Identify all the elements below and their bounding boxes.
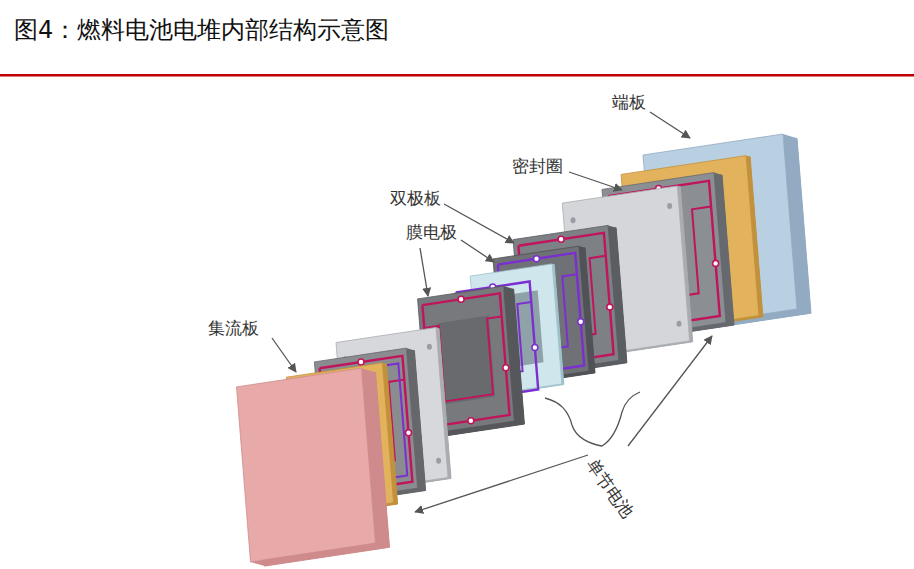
- part-label: 集流板: [206, 318, 261, 338]
- seal-loop: [358, 359, 364, 365]
- seal-loop: [534, 256, 540, 262]
- part-label: 双极板: [388, 188, 443, 208]
- leader-line: [628, 336, 712, 446]
- plate-hole: [571, 217, 576, 223]
- leader-line: [461, 240, 494, 262]
- seal-loop: [607, 304, 613, 310]
- leader-line: [569, 172, 622, 190]
- leader-line: [272, 338, 296, 372]
- plate-hole: [677, 321, 682, 327]
- seal-loop: [458, 296, 464, 302]
- flow-field: [437, 316, 495, 405]
- figure-title: 图4：燃料电池电堆内部结构示意图: [14, 16, 389, 45]
- part-label: 单节电池: [581, 453, 639, 524]
- plate-hole: [436, 458, 441, 464]
- leader-lines: [272, 112, 712, 512]
- plates-group: [237, 134, 812, 566]
- seal-loop: [558, 236, 564, 242]
- seal-loop: [406, 430, 412, 436]
- title-rule: [0, 74, 914, 77]
- seal-loop: [578, 319, 584, 325]
- leader-line: [420, 248, 428, 296]
- seal-loop: [468, 418, 474, 424]
- leader-line: [415, 455, 588, 512]
- seal-loop: [713, 260, 719, 266]
- seal-loop: [503, 365, 509, 371]
- seal-loop: [532, 345, 538, 351]
- part-label: 端板: [610, 92, 648, 112]
- part-label: 膜电极: [404, 222, 459, 242]
- brace: [545, 392, 640, 446]
- leader-line: [650, 112, 690, 138]
- part-label: 密封圈: [510, 156, 565, 176]
- plate-hole: [667, 203, 672, 209]
- plate-hole: [427, 344, 432, 350]
- plate-face: [237, 368, 376, 562]
